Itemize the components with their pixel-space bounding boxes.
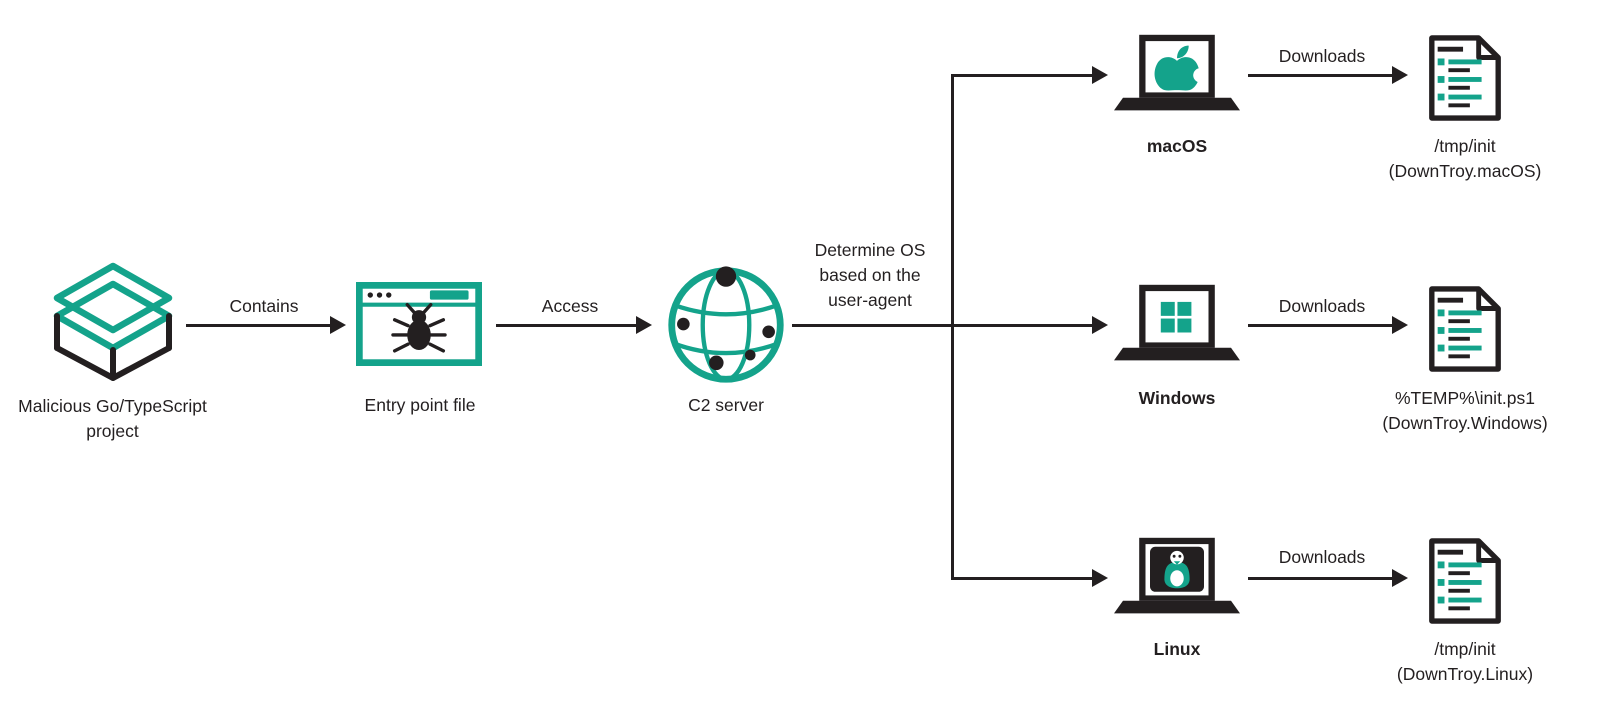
edge-downloads-windows-line [1248,323,1392,327]
node-payload-macos-label: /tmp/init (DownTroy.macOS) [1388,136,1542,181]
edge-determine-os-label: Determine OS based on the user-agent [814,240,926,310]
node-payload-linux-label: /tmp/init (DownTroy.Linux) [1396,639,1534,684]
node-c2-server-label: C2 server [688,395,764,415]
node-linux-label: Linux [1153,639,1201,659]
branch-vertical-line [951,73,954,580]
edge-downloads-windows-label: Downloads [1278,296,1366,316]
edge-determine-line [792,323,954,327]
globe-network-icon [663,262,789,388]
edge-downloads-linux-label: Downloads [1278,547,1366,567]
node-macos-label: macOS [1146,136,1208,156]
edge-contains-line [186,324,330,327]
edge-downloads-windows-arrowhead [1392,316,1408,334]
node-windows-label: Windows [1138,388,1216,408]
edge-downloads-macos-line [1248,73,1392,77]
apple-logo [1154,45,1200,91]
edge-downloads-macos-label: Downloads [1278,46,1366,66]
penguin-glyph [1164,550,1190,589]
branch-windows-line [951,323,1092,327]
edge-access-arrowhead [636,316,652,334]
node-payload-windows-label: %TEMP%\init.ps1 (DownTroy.Windows) [1382,388,1548,433]
edge-downloads-linux-arrowhead [1392,569,1408,587]
branch-linux-line [951,576,1092,580]
document-icon [1424,284,1506,374]
open-box-icon [38,260,188,385]
laptop-windows-icon [1114,283,1240,369]
node-entry-point-label: Entry point file [364,395,476,415]
windows-logo [1160,301,1192,333]
edge-access-line [496,324,636,327]
browser-bug-icon [356,282,482,366]
edge-contains-label: Contains [229,296,299,316]
branch-linux-arrowhead [1092,569,1108,587]
node-project-label: Malicious Go/TypeScript project [18,396,207,441]
edge-downloads-macos-arrowhead [1392,66,1408,84]
edge-access-label: Access [541,296,599,316]
document-icon [1424,33,1506,123]
laptop-linux-icon [1114,536,1240,622]
laptop-apple-icon [1114,33,1240,119]
branch-macos-line [951,73,1092,77]
branch-macos-arrowhead [1092,66,1108,84]
bug-glyph [391,303,447,353]
edge-contains-arrowhead [330,316,346,334]
document-icon [1424,536,1506,626]
edge-downloads-linux-line [1248,576,1392,580]
branch-windows-arrowhead [1092,316,1108,334]
